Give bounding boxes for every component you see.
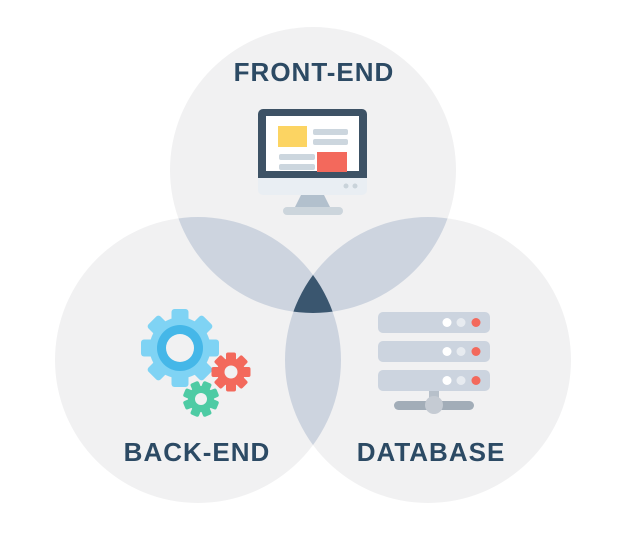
chin-dot — [352, 183, 358, 189]
set-label-backend: BACK-END — [123, 437, 271, 467]
screen-text-bar — [279, 164, 315, 170]
chin-dot — [343, 183, 349, 189]
screen-text-bar — [313, 129, 348, 135]
gear-large — [141, 309, 219, 387]
set-label-database: DATABASE — [356, 437, 506, 467]
set-label-frontend: FRONT-END — [233, 57, 395, 87]
server-hub — [425, 396, 443, 414]
screen-panel-red — [317, 152, 347, 172]
server-row — [378, 312, 490, 333]
server-row — [378, 370, 490, 391]
venn-circles — [55, 27, 571, 503]
monitor-icon — [258, 109, 367, 215]
gear-green — [183, 381, 219, 417]
monitor-base — [283, 207, 343, 215]
gears-icon — [141, 309, 251, 417]
server-row — [378, 341, 490, 362]
server-stack-icon — [378, 312, 490, 414]
screen-panel-yellow — [278, 126, 307, 147]
screen-text-bar — [313, 139, 348, 145]
overlap-top-pair — [170, 217, 456, 313]
screen-text-bar — [279, 154, 315, 160]
gear-red — [211, 352, 251, 392]
monitor-stand — [294, 193, 331, 209]
